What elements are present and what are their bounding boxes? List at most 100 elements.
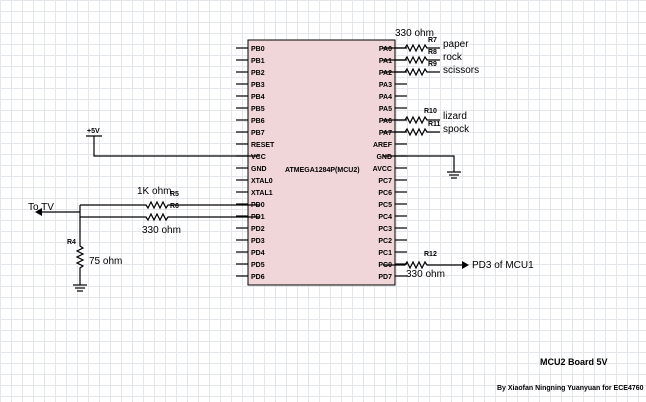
r11-label: R11 xyxy=(428,121,441,128)
rock-label: rock xyxy=(443,52,463,63)
pin-label: PA2 xyxy=(379,70,392,77)
pin-pc6-right[interactable]: PC6 xyxy=(378,190,407,197)
ground-symbol-right xyxy=(447,171,461,179)
pin-pb3-left[interactable]: PB3 xyxy=(236,82,265,89)
r7-value: 330 ohm xyxy=(395,28,434,39)
pin-label: PD3 xyxy=(251,238,265,245)
ground-symbol-left xyxy=(73,284,87,292)
pin-pb6-left[interactable]: PB6 xyxy=(236,118,265,125)
pin-pc1-right[interactable]: PC1 xyxy=(378,250,407,257)
pin-label: PB7 xyxy=(251,130,265,137)
r5-label: R5 xyxy=(170,191,179,198)
pin-label: PC2 xyxy=(378,238,392,245)
pin-label: PC7 xyxy=(378,178,392,185)
pin-pc4-right[interactable]: PC4 xyxy=(378,214,407,221)
pin-label: RESET xyxy=(251,142,275,149)
supply-wire xyxy=(86,135,260,157)
pd3-mcu1-label: PD3 of MCU1 xyxy=(472,260,534,271)
resistor-r6[interactable] xyxy=(79,205,260,222)
resistor-r10[interactable] xyxy=(383,115,440,125)
pin-pb1-left[interactable]: PB1 xyxy=(236,58,265,65)
pin-xtal0-left[interactable]: XTAL0 xyxy=(236,178,273,185)
pin-pc5-right[interactable]: PC5 xyxy=(378,202,407,209)
pin-label: PD7 xyxy=(378,274,392,281)
pin-vcc-left[interactable]: VCC xyxy=(236,154,266,161)
pin-label: PC1 xyxy=(378,250,392,257)
pin-label: PA0 xyxy=(379,46,392,53)
pin-pb2-left[interactable]: PB2 xyxy=(236,70,265,77)
output-arrow-icon xyxy=(462,261,469,269)
pin-label: PC3 xyxy=(378,226,392,233)
mcu-chip-name: ATMEGA1284P(MCU2) xyxy=(285,167,360,174)
right-gnd-wire xyxy=(383,155,455,172)
pin-label: PC5 xyxy=(378,202,392,209)
pin-label: PB3 xyxy=(251,82,265,89)
pin-pb7-left[interactable]: PB7 xyxy=(236,130,265,137)
pin-label: PB4 xyxy=(251,94,265,101)
r12-value: 330 ohm xyxy=(406,269,445,280)
supply-label: +5V xyxy=(87,128,100,135)
resistor-r8[interactable] xyxy=(383,55,440,65)
resistor-r4[interactable] xyxy=(75,217,85,285)
r7-label: R7 xyxy=(428,37,437,44)
r12-label: R12 xyxy=(424,251,437,258)
board-title: MCU2 Board 5V xyxy=(540,357,608,367)
r9-label: R9 xyxy=(428,61,437,68)
mcu-chip-body[interactable] xyxy=(247,39,396,286)
lizard-label: lizard xyxy=(443,111,467,122)
pin-xtal1-left[interactable]: XTAL1 xyxy=(236,190,273,197)
pin-pb5-left[interactable]: PB5 xyxy=(236,106,265,113)
r4-value: 75 ohm xyxy=(89,256,122,267)
pin-label: PB1 xyxy=(251,58,265,65)
pin-pd5-left[interactable]: PD5 xyxy=(236,262,265,269)
resistor-r5[interactable] xyxy=(80,200,260,210)
pin-label: GND xyxy=(376,154,392,161)
pin-pa5-right[interactable]: PA5 xyxy=(379,106,407,113)
r5-value: 1K ohm xyxy=(137,186,171,197)
pin-pd2-left[interactable]: PD2 xyxy=(236,226,265,233)
pin-pd4-left[interactable]: PD4 xyxy=(236,250,265,257)
pin-label: GND xyxy=(251,166,267,173)
pin-label: PA6 xyxy=(379,118,392,125)
pin-pa3-right[interactable]: PA3 xyxy=(379,82,407,89)
pin-label: PD5 xyxy=(251,262,265,269)
paper-label: paper xyxy=(443,39,469,50)
pin-pb4-left[interactable]: PB4 xyxy=(236,94,265,101)
pin-pa4-right[interactable]: PA4 xyxy=(379,94,407,101)
pin-label: PB6 xyxy=(251,118,265,125)
spock-label: spock xyxy=(443,124,470,135)
pin-pd7-right[interactable]: PD7 xyxy=(378,274,407,281)
resistor-r7[interactable] xyxy=(383,43,440,53)
pin-avcc-right[interactable]: AVCC xyxy=(373,166,407,173)
pin-label: PD4 xyxy=(251,250,265,257)
r6-label: R6 xyxy=(170,203,179,210)
pin-aref-right[interactable]: AREF xyxy=(373,142,407,149)
pin-label: AREF xyxy=(373,142,393,149)
pin-pc3-right[interactable]: PC3 xyxy=(378,226,407,233)
r8-label: R8 xyxy=(428,49,437,56)
pin-pc2-right[interactable]: PC2 xyxy=(378,238,407,245)
pin-label: PB0 xyxy=(251,46,265,53)
resistor-r11[interactable] xyxy=(383,127,440,137)
pin-label: PA3 xyxy=(379,82,392,89)
pin-label: PB2 xyxy=(251,70,265,77)
resistor-r9[interactable] xyxy=(383,67,440,77)
pin-label: VCC xyxy=(251,154,266,161)
pin-label: PA1 xyxy=(379,58,392,65)
pin-label: XTAL1 xyxy=(251,190,273,197)
pin-pd3-left[interactable]: PD3 xyxy=(236,238,265,245)
pin-label: PD6 xyxy=(251,274,265,281)
to-tv-label: To TV xyxy=(28,202,54,213)
pin-gnd-left[interactable]: GND xyxy=(236,166,267,173)
pin-pb0-left[interactable]: PB0 xyxy=(236,46,265,53)
pin-label: PC4 xyxy=(378,214,392,221)
pin-label: PA5 xyxy=(379,106,392,113)
pin-gnd-right[interactable]: GND xyxy=(376,154,407,161)
resistor-r12[interactable] xyxy=(383,260,462,270)
pin-reset-left[interactable]: RESET xyxy=(236,142,275,149)
pin-label: PC6 xyxy=(378,190,392,197)
pin-pd6-left[interactable]: PD6 xyxy=(236,274,265,281)
pin-pc7-right[interactable]: PC7 xyxy=(378,178,407,185)
